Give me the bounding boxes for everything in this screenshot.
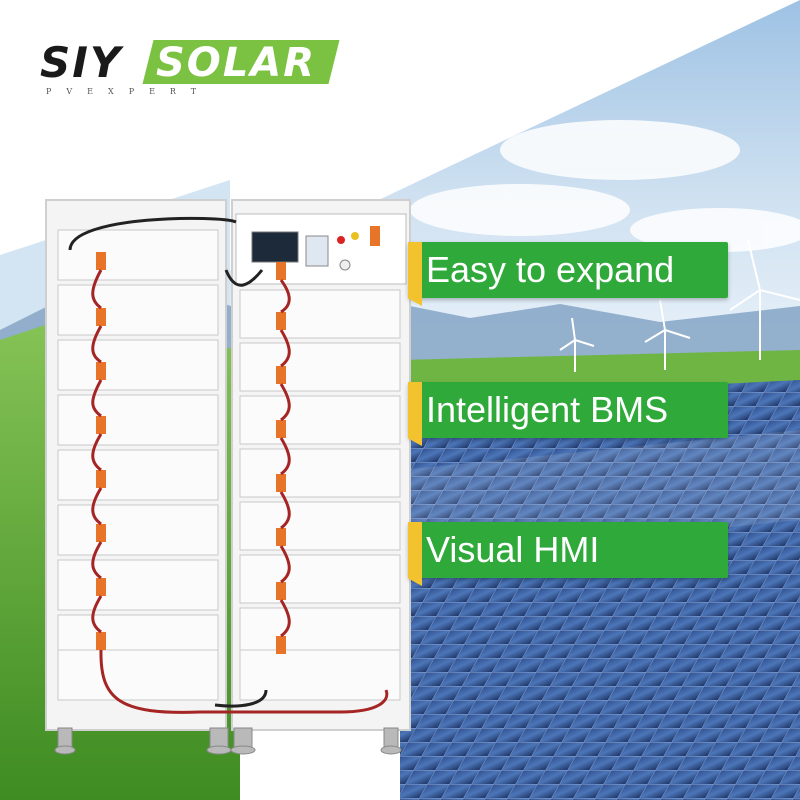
feature-label: Visual HMI — [426, 529, 600, 570]
feature-bar — [408, 242, 728, 298]
wind-turbines — [559, 239, 800, 372]
feature-label: Easy to expand — [426, 249, 675, 290]
feature-banner-expand: Easy to expand — [408, 242, 738, 306]
status-light-yellow — [351, 232, 359, 240]
module-connectors-right — [276, 262, 286, 654]
battery-cables — [68, 216, 389, 714]
solar-panel-field — [400, 380, 800, 800]
feature-bar — [408, 382, 728, 438]
feature-accent-edge — [408, 242, 422, 306]
feature-bar — [408, 522, 728, 578]
hmi-screen — [251, 231, 299, 263]
module-column-right — [239, 289, 401, 701]
feature-banner-bms: Intelligent BMS — [408, 382, 738, 446]
control-connector — [370, 226, 380, 246]
status-light-red — [337, 236, 345, 244]
rack-feet — [54, 727, 402, 755]
power-button — [339, 259, 351, 271]
brand-tagline: PVEXPERT — [46, 87, 212, 96]
feature-accent-edge — [408, 522, 422, 586]
feature-banner-hmi: Visual HMI — [408, 522, 738, 586]
module-column-left — [57, 229, 219, 701]
breaker — [305, 235, 329, 267]
brand-name-dark: SIY — [40, 38, 123, 87]
feature-accent-edge — [408, 382, 422, 446]
clouds — [350, 120, 800, 278]
brand-name-highlight: SOLAR — [156, 40, 317, 86]
module-connectors-left — [96, 252, 106, 650]
battery-rack — [45, 199, 411, 755]
feature-label: Intelligent BMS — [426, 389, 669, 430]
brand-logo: SIY SOLAR PVEXPERT — [40, 40, 340, 100]
